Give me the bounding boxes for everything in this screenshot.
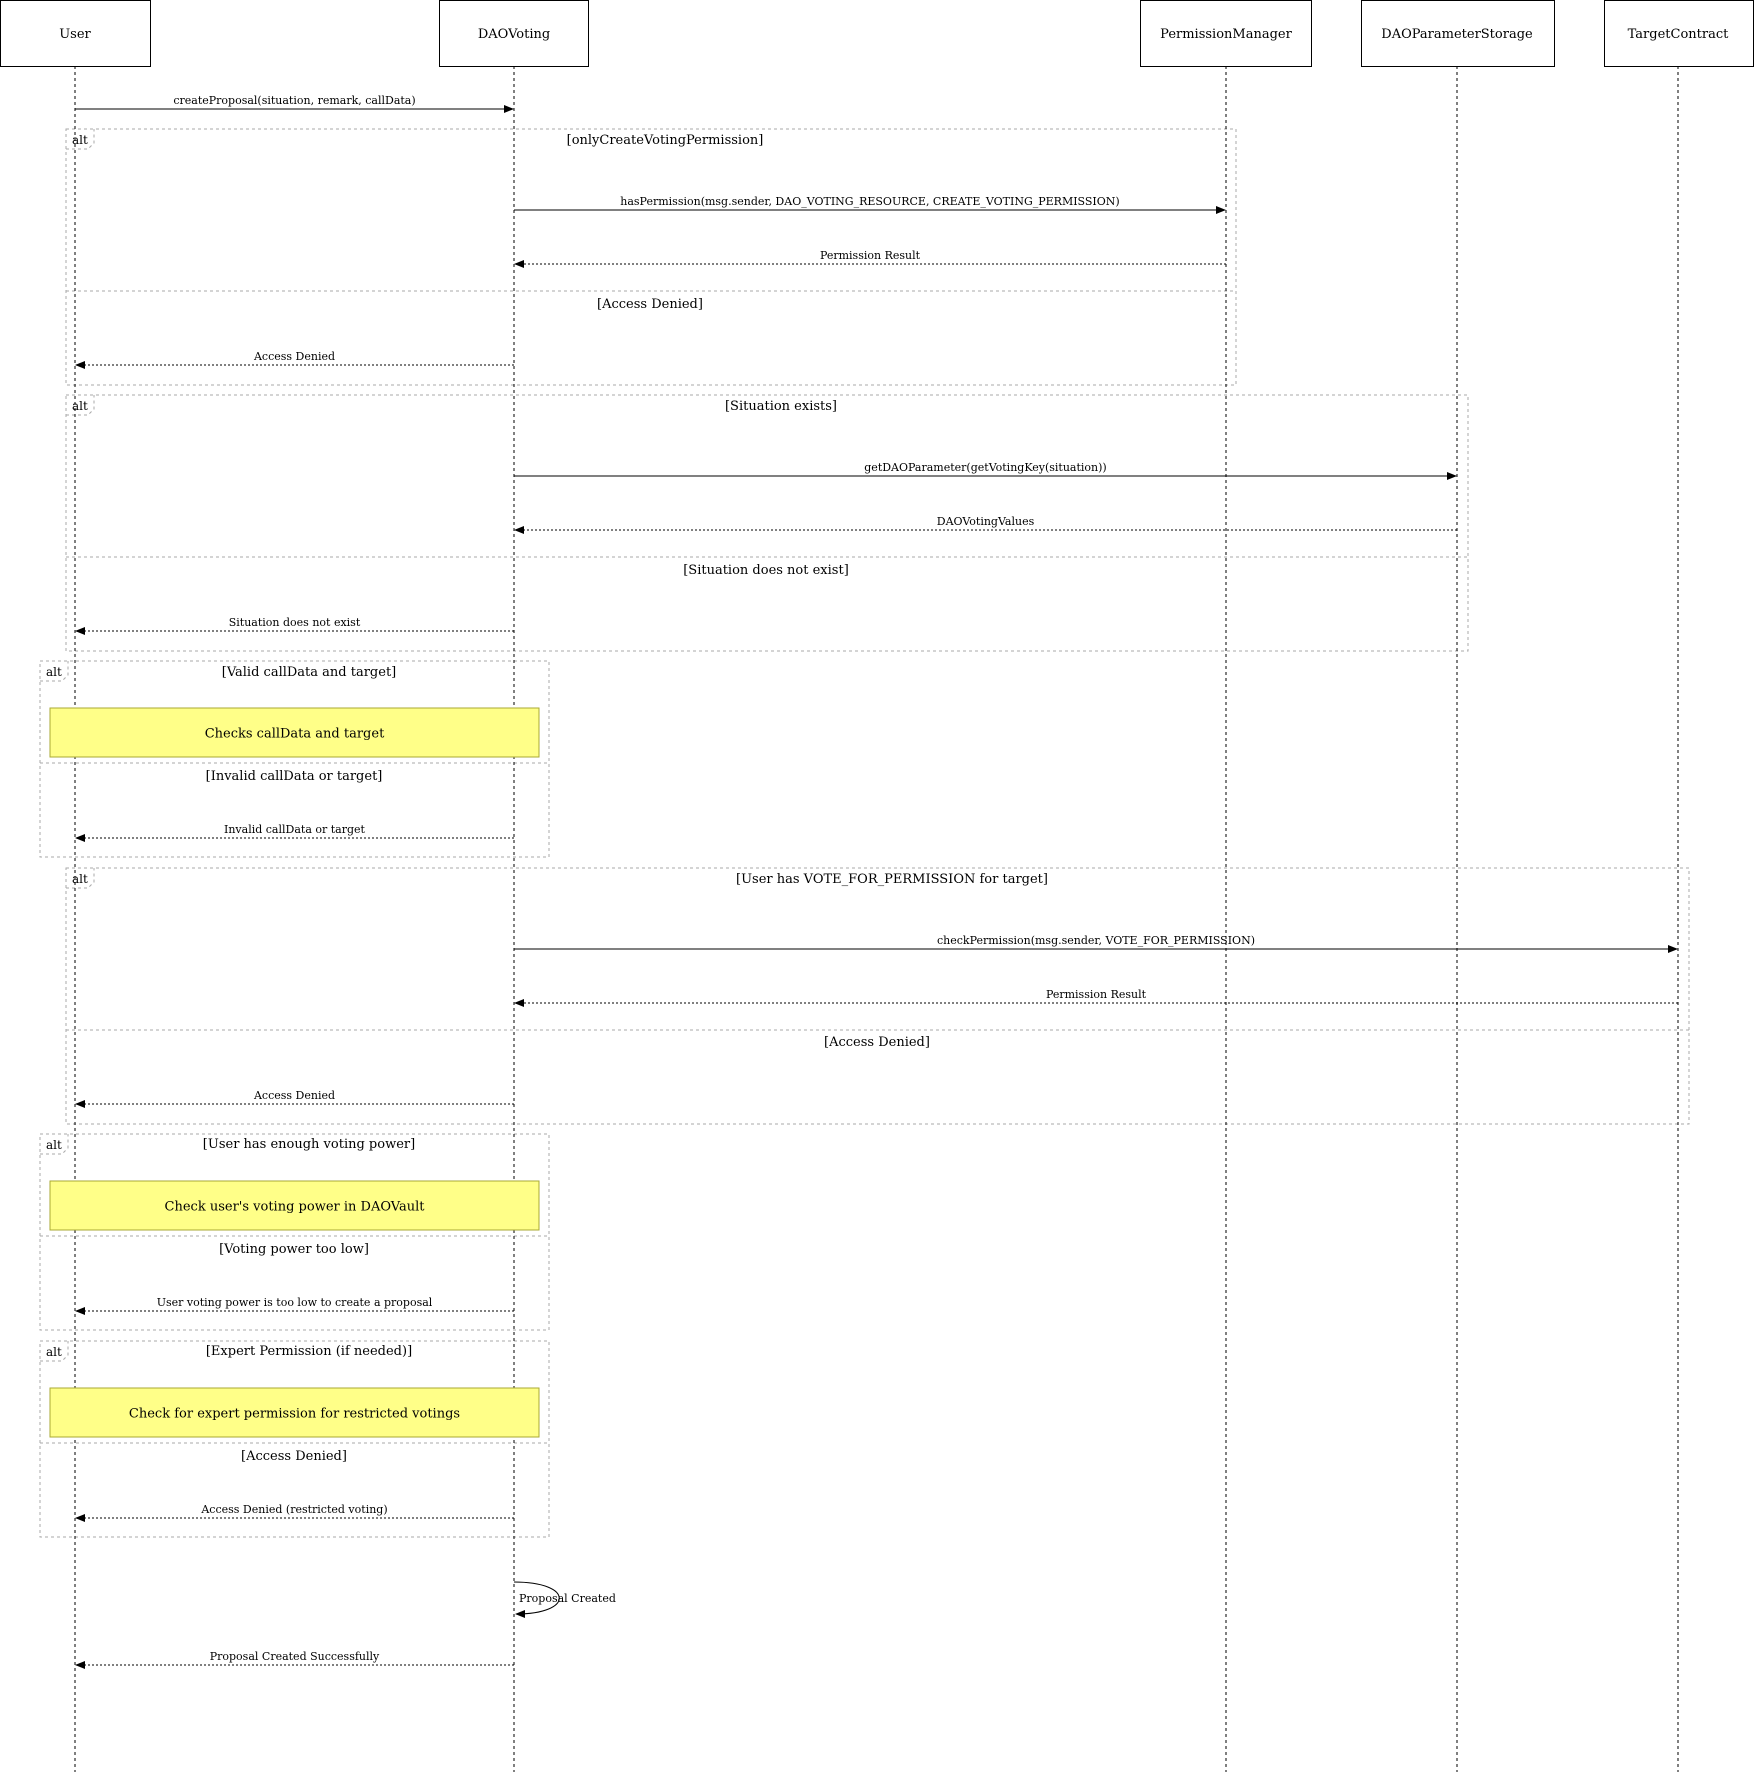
frame-border — [39, 660, 550, 858]
reply-message: Access Denied (restricted voting) — [75, 1503, 514, 1522]
message-label: Access Denied — [253, 1089, 335, 1102]
frame-tag-corner — [40, 1341, 69, 1362]
actor-voting: DAOVoting — [439, 0, 589, 67]
message-label: Situation does not exist — [229, 616, 361, 629]
message-label: Invalid callData or target — [224, 823, 366, 836]
frame-tag-corner — [40, 661, 69, 682]
actor-label: User — [59, 27, 91, 42]
guard-condition: [Situation does not exist] — [683, 563, 849, 578]
actor-box — [0, 0, 151, 67]
guard-condition: [Access Denied] — [597, 297, 703, 312]
frame-tag: alt — [46, 1138, 62, 1152]
guard-condition: [Access Denied] — [824, 1035, 930, 1050]
note-label: Check for expert permission for restrict… — [129, 1407, 460, 1422]
reply-message: Permission Result — [514, 988, 1678, 1007]
frame-tag: alt — [46, 665, 62, 679]
message-label: Access Denied (restricted voting) — [200, 1503, 387, 1516]
actor-box — [439, 0, 589, 67]
message-label: Proposal Created — [519, 1592, 616, 1605]
guard-condition: [Invalid callData or target] — [206, 769, 383, 784]
call-message: createProposal(situation, remark, callDa… — [75, 94, 514, 113]
guard-condition: [User has VOTE_FOR_PERMISSION for target… — [736, 872, 1048, 887]
alt-frame: alt [User has enough voting power] [Voting… — [39, 1133, 550, 1331]
message-label: DAOVotingValues — [937, 515, 1035, 528]
actor-box — [1361, 0, 1555, 67]
message-label: Permission Result — [1046, 988, 1147, 1001]
call-message: hasPermission(msg.sender, DAO_VOTING_RES… — [514, 195, 1226, 214]
note: Checks callData and target — [49, 707, 540, 758]
guard-condition: [User has enough voting power] — [203, 1137, 415, 1152]
message-label: Proposal Created Successfully — [210, 1650, 380, 1663]
reply-message: Permission Result — [514, 249, 1226, 268]
frame-tag: alt — [72, 133, 88, 147]
reply-message: Proposal Created Successfully — [75, 1650, 514, 1669]
note-label: Check user's voting power in DAOVault — [165, 1200, 426, 1215]
reply-message: DAOVotingValues — [514, 515, 1457, 534]
note-label: Checks callData and target — [205, 727, 385, 742]
frame-border — [65, 867, 1690, 1125]
frame-tag: alt — [72, 399, 88, 413]
message-label: Access Denied — [253, 350, 335, 363]
actor-perm: PermissionManager — [1140, 0, 1312, 67]
message-label: getDAOParameter(getVotingKey(situation)) — [864, 461, 1106, 474]
actor-target: TargetContract — [1604, 0, 1754, 67]
actor-storage: DAOParameterStorage — [1361, 0, 1555, 67]
note: Check for expert permission for restrict… — [49, 1387, 540, 1438]
call-message: checkPermission(msg.sender, VOTE_FOR_PER… — [514, 934, 1678, 953]
guard-condition: [Expert Permission (if needed)] — [206, 1344, 412, 1359]
self-message: Proposal Created — [513, 1581, 616, 1618]
frame-border — [39, 1340, 550, 1538]
actor-label: DAOVoting — [478, 27, 550, 42]
guard-condition: [Valid callData and target] — [222, 665, 397, 680]
alt-frame: alt [Expert Permission (if needed)] [Acces… — [39, 1340, 550, 1538]
actor-box — [1604, 0, 1754, 67]
actor-label: DAOParameterStorage — [1381, 27, 1533, 42]
reply-message: Invalid callData or target — [75, 823, 514, 842]
call-message: getDAOParameter(getVotingKey(situation)) — [514, 461, 1457, 480]
frame-tag-corner — [66, 129, 95, 150]
frame-tag-corner — [66, 395, 95, 416]
actor-user: User — [0, 0, 151, 67]
frame-border — [65, 128, 1237, 386]
guard-condition: [Access Denied] — [241, 1449, 347, 1464]
reply-message: Access Denied — [75, 1089, 514, 1108]
alt-frame: alt [User has VOTE_FOR_PERMISSION for tar… — [65, 867, 1690, 1125]
message-label: hasPermission(msg.sender, DAO_VOTING_RES… — [620, 195, 1119, 208]
note-box — [49, 1180, 540, 1231]
frame-tag: alt — [72, 872, 88, 886]
frame-tag: alt — [46, 1345, 62, 1359]
note: Check user's voting power in DAOVault — [49, 1180, 540, 1231]
message-arrow — [513, 1581, 560, 1618]
alt-frame: alt [Situation exists] [Situation does not… — [65, 394, 1469, 652]
alt-frame: alt [onlyCreateVotingPermission] [Access D… — [65, 128, 1237, 386]
alt-frame: alt [Valid callData and target] [Invalid c… — [39, 660, 550, 858]
note-box — [49, 1387, 540, 1438]
message-label: User voting power is too low to create a… — [157, 1296, 433, 1309]
guard-condition: [onlyCreateVotingPermission] — [567, 133, 764, 148]
reply-message: Situation does not exist — [75, 616, 514, 635]
guard-condition: [Situation exists] — [725, 399, 837, 414]
frame-border — [39, 1133, 550, 1331]
frame-border — [65, 394, 1469, 652]
actor-label: TargetContract — [1628, 27, 1729, 42]
message-label: Permission Result — [820, 249, 921, 262]
actor-box — [1140, 0, 1312, 67]
frame-tag-corner — [66, 868, 95, 889]
reply-message: Access Denied — [75, 350, 514, 369]
reply-message: User voting power is too low to create a… — [75, 1296, 514, 1315]
frame-tag-corner — [40, 1134, 69, 1155]
guard-condition: [Voting power too low] — [219, 1242, 369, 1257]
note-box — [49, 707, 540, 758]
actor-label: PermissionManager — [1160, 27, 1292, 42]
message-label: checkPermission(msg.sender, VOTE_FOR_PER… — [937, 934, 1255, 947]
message-label: createProposal(situation, remark, callDa… — [173, 94, 415, 107]
